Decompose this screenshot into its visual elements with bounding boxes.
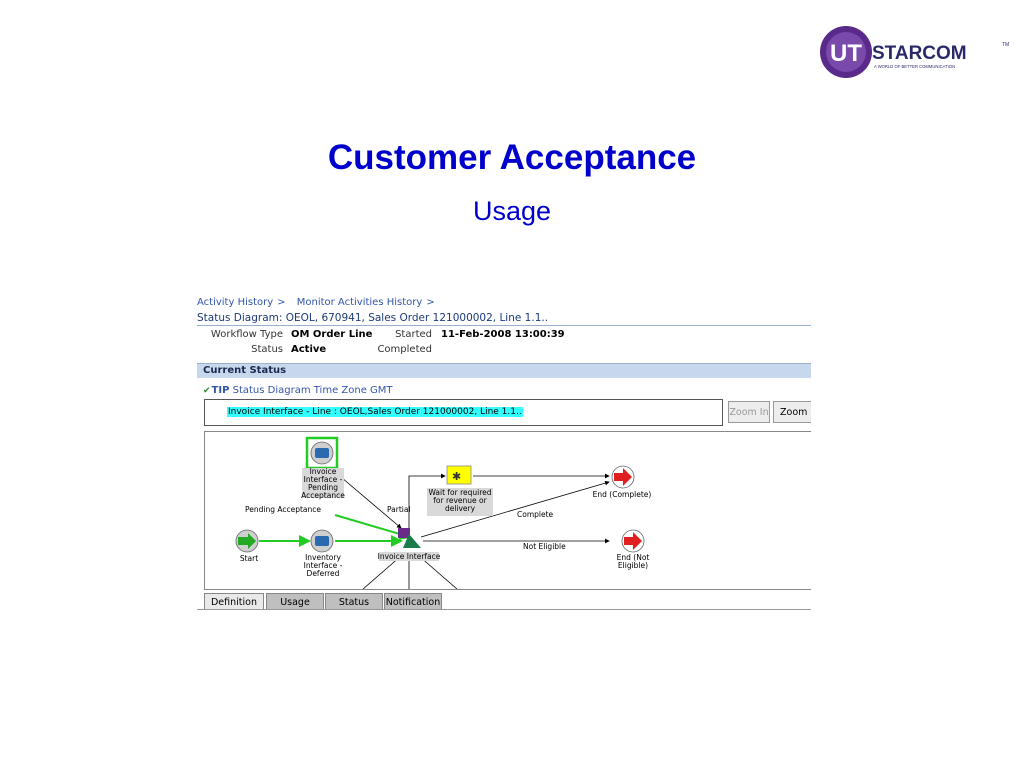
svg-text:Start: Start — [240, 554, 258, 563]
svg-text:Interface -: Interface - — [304, 475, 343, 484]
end-arrow-icon — [624, 532, 642, 550]
tip-text: Status Diagram Time Zone GMT — [229, 385, 393, 396]
gear-icon: ✱ — [452, 470, 461, 483]
logo-tagline: A WORLD OF BETTER COMMUNICATION — [874, 64, 955, 69]
status-diagram[interactable]: Pending Acceptance Partial Complete Not … — [204, 431, 811, 590]
logo-starcom: STARCOM — [872, 43, 967, 64]
zoom-out-button[interactable]: Zoom O — [773, 401, 811, 423]
svg-text:Inventory: Inventory — [305, 553, 341, 562]
node-end-complete[interactable]: End (Complete) — [593, 465, 652, 499]
tip-label: TIP — [211, 385, 230, 396]
node-process-icon — [315, 448, 329, 458]
breadcrumb-separator: > — [426, 297, 435, 308]
svg-text:Invoice: Invoice — [310, 467, 337, 476]
svg-text:End (Not: End (Not — [617, 553, 650, 562]
start-arrow-icon — [238, 533, 256, 549]
svg-text:Wait for required: Wait for required — [428, 488, 491, 497]
tip-note: ✔TIP Status Diagram Time Zone GMT — [203, 385, 393, 396]
workflow-type-value: OM Order Line — [291, 329, 373, 340]
svg-text:for revenue or: for revenue or — [433, 496, 487, 505]
status-value: Active — [291, 344, 327, 355]
end-arrow-icon — [614, 468, 632, 486]
svg-text:Interface -: Interface - — [304, 561, 343, 570]
selected-activity-box: Invoice Interface - Line : OEOL,Sales Or… — [204, 399, 723, 426]
slide-subtitle: Usage — [472, 196, 552, 226]
node-start[interactable]: Start — [235, 529, 259, 563]
breadcrumb-separator: > — [277, 297, 286, 308]
completed-label: Completed — [377, 344, 432, 355]
edge-pending-to-partial — [334, 471, 402, 529]
check-icon: ✔ — [203, 386, 211, 396]
node-pending-acceptance[interactable]: Invoice Interface - Pending Acceptance — [301, 436, 345, 500]
tab-status[interactable]: Status — [325, 593, 383, 610]
edge-invoice-to-wait — [408, 473, 446, 532]
breadcrumb: Activity History> Monitor Activities His… — [197, 297, 443, 308]
tabs-divider — [197, 609, 811, 610]
svg-text:delivery: delivery — [445, 504, 476, 513]
node-process-icon — [315, 536, 329, 546]
edge-label-not-eligible: Not Eligible — [523, 542, 566, 551]
svg-text:Invoice Interface: Invoice Interface — [378, 552, 441, 561]
svg-text:End (Complete): End (Complete) — [593, 490, 652, 499]
selected-activity-text: Invoice Interface - Line : OEOL,Sales Or… — [227, 407, 523, 417]
status-label: Status — [251, 344, 283, 355]
edge-label-partial: Partial — [387, 505, 411, 514]
slide-title: Customer Acceptance — [327, 138, 697, 177]
node-end-not-eligible[interactable]: End (Not Eligible) — [617, 529, 650, 570]
started-value: 11-Feb-2008 13:00:39 — [441, 329, 565, 340]
svg-text:Eligible): Eligible) — [618, 561, 648, 570]
breadcrumb-monitor-activities[interactable]: Monitor Activities History — [296, 297, 423, 308]
edge-lower-right — [418, 555, 458, 589]
current-status-title: Current Status — [203, 365, 287, 376]
tab-definition[interactable]: Definition — [204, 593, 264, 610]
edge-label-pending-acceptance: Pending Acceptance — [245, 505, 321, 514]
logo-ut: UT — [830, 40, 862, 67]
heading-divider — [197, 325, 811, 326]
node-invoice-interface[interactable]: Invoice Interface — [378, 528, 441, 561]
tab-usage[interactable]: Usage — [266, 593, 324, 610]
tab-notification[interactable]: Notification — [384, 593, 442, 610]
node-wait[interactable]: ✱ Wait for required for revenue or deliv… — [427, 465, 493, 516]
edge-invoice-to-end-complete — [420, 480, 610, 538]
svg-text:Deferred: Deferred — [307, 569, 340, 578]
workflow-type-label: Workflow Type — [210, 329, 283, 340]
svg-text:Acceptance: Acceptance — [301, 491, 345, 500]
svg-text:Pending: Pending — [308, 483, 338, 492]
current-status-header: Current Status — [197, 363, 811, 378]
edge-label-complete: Complete — [517, 510, 554, 519]
edge-lower-left — [362, 555, 402, 589]
page-title: Status Diagram: OEOL, 670941, Sales Orde… — [197, 312, 549, 324]
breadcrumb-activity-history[interactable]: Activity History — [197, 297, 274, 308]
zoom-in-button[interactable]: Zoom In — [728, 401, 770, 423]
node-inventory-deferred[interactable]: Inventory Interface - Deferred — [304, 529, 343, 578]
started-label: Started — [395, 329, 432, 340]
status-diagram-screenshot: Activity History> Monitor Activities His… — [197, 295, 811, 615]
edge-pending-to-invoice — [334, 514, 412, 540]
utstarcom-logo: UT STARCOM TM A WORLD OF BETTER COMMUNIC… — [820, 26, 1009, 78]
logo-tm: TM — [1002, 42, 1009, 48]
